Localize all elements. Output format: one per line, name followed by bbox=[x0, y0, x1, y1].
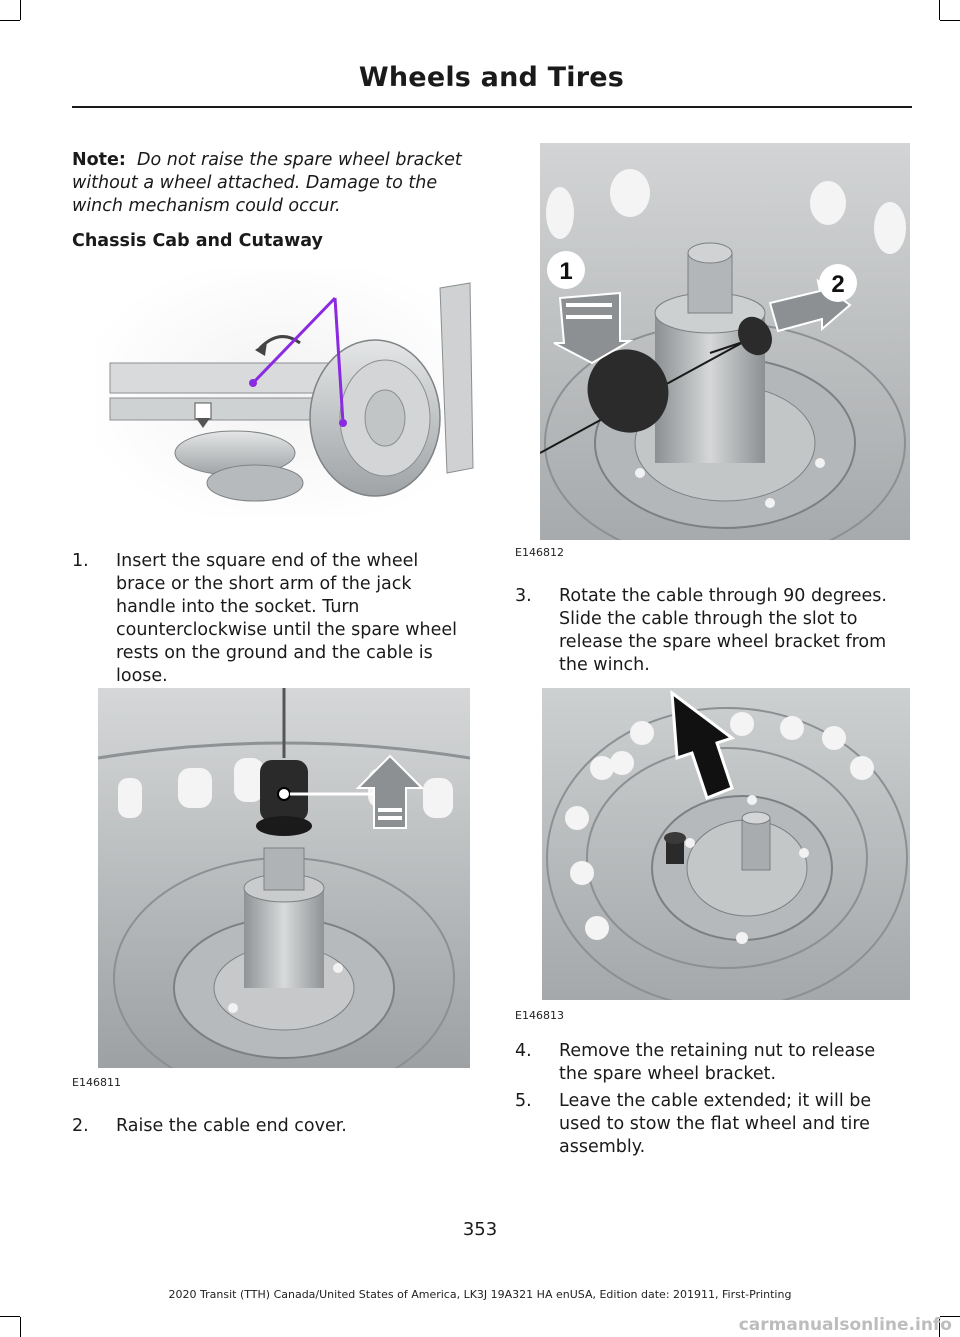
step-line: rests on the ground and the cable is bbox=[116, 643, 433, 663]
note-label: Note: bbox=[72, 150, 126, 170]
figure-cable-end-cover bbox=[98, 688, 470, 1068]
step-number: 3. bbox=[515, 586, 532, 606]
page-title: Wheels and Tires bbox=[358, 62, 624, 93]
step-line: Rotate the cable through 90 degrees. bbox=[559, 586, 887, 606]
page-number: 353 bbox=[462, 1219, 498, 1240]
step-line: Remove the retaining nut to release bbox=[559, 1041, 876, 1061]
crop-mark bbox=[0, 20, 20, 21]
step-number: 1. bbox=[72, 551, 89, 571]
figure-release-bracket bbox=[542, 688, 910, 1000]
step-line: Raise the cable end cover. bbox=[116, 1116, 347, 1136]
crop-mark bbox=[20, 0, 21, 20]
figure-code: E146813 bbox=[515, 1009, 564, 1022]
step-number: 2. bbox=[72, 1116, 89, 1136]
figure-rotate-cable: 1 2 bbox=[540, 143, 910, 540]
note-text-2: without a wheel attached. Damage to the bbox=[72, 173, 438, 193]
watermark: carmanualsonline.info bbox=[738, 1315, 952, 1335]
footer-edition: 2020 Transit (TTH) Canada/United States … bbox=[168, 1288, 792, 1301]
figure-code: E146811 bbox=[72, 1076, 121, 1089]
step-number: 4. bbox=[515, 1041, 532, 1061]
step-line: loose. bbox=[116, 666, 168, 686]
callout-2: 2 bbox=[831, 271, 844, 298]
step-line: the winch. bbox=[559, 655, 650, 675]
crop-mark bbox=[940, 1316, 960, 1317]
crop-mark bbox=[940, 20, 960, 21]
step-line: the spare wheel bracket. bbox=[559, 1064, 777, 1084]
step-line: Slide the cable through the slot to bbox=[559, 609, 858, 629]
crop-mark bbox=[20, 1317, 21, 1337]
step-line: counterclockwise until the spare wheel bbox=[116, 620, 458, 640]
step-line: Insert the square end of the wheel bbox=[116, 551, 419, 571]
callout-1: 1 bbox=[559, 258, 572, 285]
crop-mark bbox=[0, 1316, 20, 1317]
figure-code: E146812 bbox=[515, 546, 564, 559]
step-line: brace or the short arm of the jack bbox=[116, 574, 412, 594]
step-line: release the spare wheel bracket from bbox=[559, 632, 887, 652]
step-line: assembly. bbox=[559, 1137, 646, 1157]
crop-mark bbox=[939, 1317, 940, 1337]
note-text-3: winch mechanism could occur. bbox=[72, 196, 341, 216]
crop-mark bbox=[939, 0, 940, 20]
step-line: used to stow the flat wheel and tire bbox=[559, 1114, 870, 1134]
step-number: 5. bbox=[515, 1091, 532, 1111]
note-text-1: Do not raise the spare wheel bracket bbox=[137, 150, 462, 170]
step-line: Leave the cable extended; it will be bbox=[559, 1091, 872, 1111]
note-paragraph: Note: Do not raise the spare wheel brack… bbox=[72, 149, 482, 218]
header-divider bbox=[72, 106, 912, 108]
section-subheading: Chassis Cab and Cutaway bbox=[72, 231, 323, 251]
figure-chassis-spare-wheel bbox=[95, 268, 475, 518]
step-line: handle into the socket. Turn bbox=[116, 597, 360, 617]
